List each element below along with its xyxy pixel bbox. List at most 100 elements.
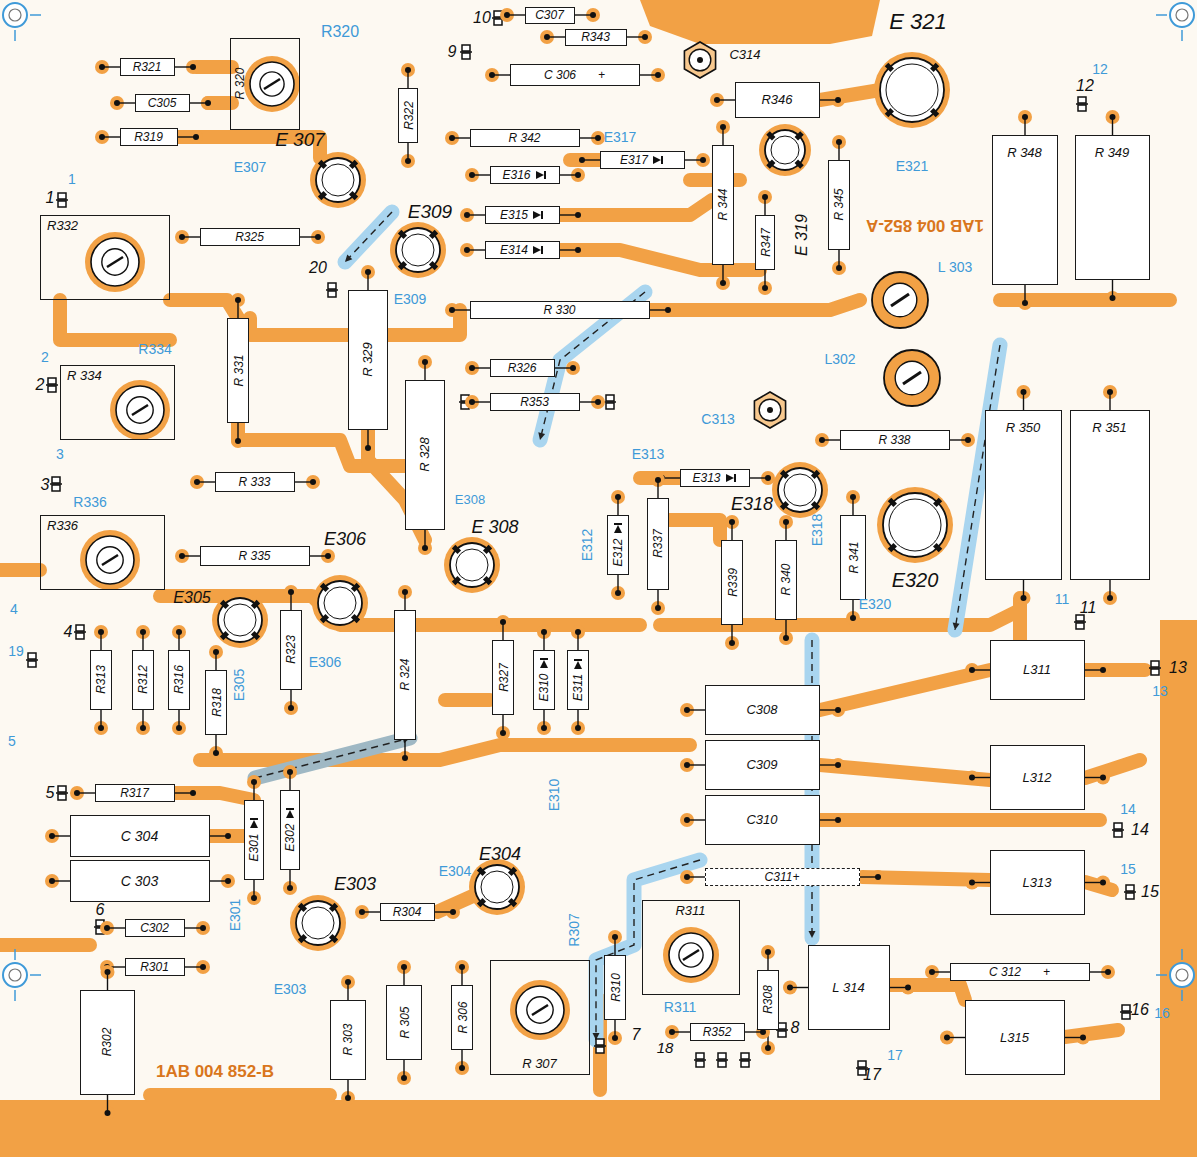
- lead-hole: [819, 437, 825, 443]
- callout-number: 7: [632, 1026, 641, 1044]
- coil-symbol: [872, 272, 928, 328]
- part-name: L 314: [832, 981, 864, 994]
- jumper-arrowhead: [538, 432, 545, 440]
- solder-pad: [604, 395, 616, 409]
- part-label: E306: [309, 655, 342, 670]
- solder-pad: [1112, 823, 1124, 837]
- label-row: E313: [681, 470, 748, 485]
- resistor-box: R 324: [394, 610, 416, 740]
- lead-hole: [459, 1065, 465, 1071]
- transistor-symbol: [310, 152, 366, 208]
- callout-number: 15: [1120, 862, 1136, 877]
- part-name: R310: [609, 973, 621, 1002]
- resistor-box: R327: [492, 640, 514, 715]
- part-name: E302: [284, 823, 296, 851]
- lead-hole: [720, 124, 726, 130]
- part-label: E 307: [275, 130, 325, 151]
- part-name: R 344: [717, 188, 729, 220]
- copper-trace: [238, 423, 420, 466]
- lead-hole: [720, 280, 726, 286]
- part-name: R343: [581, 31, 610, 43]
- lead-hole: [288, 589, 294, 595]
- lead-hole: [287, 769, 293, 775]
- lead-hole: [1100, 667, 1106, 673]
- lead-hole: [310, 479, 316, 485]
- lead-hole: [213, 649, 219, 655]
- callout-number: 3: [56, 447, 64, 462]
- lead-hole: [835, 707, 841, 713]
- diode-box: E302: [280, 790, 300, 870]
- lead-hole: [213, 750, 219, 756]
- part-label: E303: [334, 875, 376, 895]
- part-label: E309: [408, 202, 452, 223]
- potentiometer-box: R 320: [230, 38, 300, 130]
- label-row: R 306: [452, 986, 471, 1048]
- label-row: R326: [491, 360, 553, 375]
- label-row: R 320: [231, 39, 298, 128]
- part-name: E301: [248, 833, 260, 861]
- part-name: R302: [101, 1028, 113, 1057]
- resistor-box: R 340: [775, 540, 797, 620]
- resistor-box: R304: [380, 903, 435, 921]
- resistor-box: R322: [398, 88, 418, 143]
- lead-hole: [642, 34, 648, 40]
- board-code: 1AB 004 852-A: [866, 216, 984, 235]
- copper-trace: [660, 610, 1020, 625]
- lead-hole: [836, 139, 842, 145]
- lead-hole: [1021, 389, 1027, 395]
- lead-hole: [205, 100, 211, 106]
- potentiometer-symbol: [85, 232, 145, 292]
- jumper-band: [255, 738, 410, 778]
- lead-hole: [655, 477, 661, 483]
- capacitor-box: C308: [705, 685, 820, 735]
- resistor-box: R 331: [227, 318, 249, 423]
- callout-number: 15: [1141, 883, 1159, 901]
- label-row: R304: [381, 904, 433, 919]
- resistor-box: R343: [565, 29, 627, 46]
- mounting-hole: [1156, 0, 1197, 41]
- label-row: C 303: [71, 861, 208, 900]
- label-row: R352: [691, 1024, 743, 1039]
- copper-trace: [200, 745, 690, 760]
- diode-symbol: [535, 170, 547, 180]
- resistor-box: R325: [200, 228, 300, 246]
- label-row: R 303: [331, 1001, 364, 1078]
- potentiometer-symbol: [244, 56, 300, 112]
- resistor-box: R 306: [451, 985, 473, 1050]
- wire-jumpers: [255, 212, 1000, 1040]
- part-name: E316: [502, 169, 530, 181]
- label-row: R318: [206, 671, 225, 733]
- potentiometer-box: R 307: [490, 960, 590, 1075]
- lead-hole: [365, 445, 371, 451]
- part-name: E313: [692, 472, 720, 484]
- label-row: R319: [121, 129, 176, 144]
- solder-pad: [326, 283, 338, 297]
- potentiometer-symbol: [663, 927, 719, 983]
- part-label: R311: [664, 1000, 696, 1015]
- part-name: R 351: [1092, 421, 1127, 434]
- part-label: E320: [859, 597, 892, 612]
- lead-hole: [762, 285, 768, 291]
- component-symbols: [0, 0, 1197, 1075]
- lead-hole: [422, 545, 428, 551]
- lead-hole: [684, 817, 690, 823]
- lead-hole: [469, 365, 475, 371]
- lead-hole: [1107, 389, 1113, 395]
- lead-hole: [700, 157, 706, 163]
- lead-hole: [1107, 595, 1113, 601]
- capacitor-box: C302: [125, 919, 185, 937]
- lead-hole: [850, 615, 856, 621]
- lead-hole: [190, 64, 196, 70]
- copper-trace: [668, 520, 720, 540]
- part-label: E303: [274, 982, 307, 997]
- component-leads: [45, 8, 1120, 1120]
- part-name: C307: [535, 9, 564, 21]
- part-label: E310: [547, 779, 562, 812]
- part-label: E309: [394, 292, 427, 307]
- resistor-box: R 330: [470, 301, 650, 319]
- label-row: R353: [491, 394, 578, 409]
- callout-number: 5: [46, 784, 55, 802]
- label-row: R322: [399, 89, 416, 141]
- resistor-box: R 345: [828, 160, 850, 250]
- diode-symbol: [285, 807, 295, 819]
